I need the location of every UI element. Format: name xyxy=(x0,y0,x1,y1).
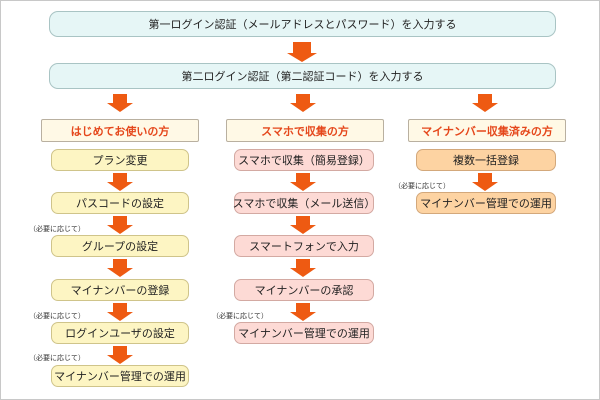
step-smartphone-simple: スマホで収集（簡易登録） xyxy=(234,149,374,171)
step-second-login: 第二ログイン認証（第二認証コード）を入力する xyxy=(49,63,556,89)
step-mynumber-registration: マイナンバーの登録 xyxy=(51,279,189,301)
step-smartphone-input: スマートフォンで入力 xyxy=(234,235,374,257)
step-mynumber-approval: マイナンバーの承認 xyxy=(234,279,374,301)
step-mynumber-management: マイナンバー管理での運用 xyxy=(416,192,556,214)
optional-note: （必要に応じて） xyxy=(212,312,268,320)
column-header-smartphone: スマホで収集の方 xyxy=(226,119,384,142)
step-login-user-settings: ログインユーザの設定 xyxy=(51,322,189,344)
optional-note: （必要に応じて） xyxy=(29,354,85,362)
step-mynumber-management: マイナンバー管理での運用 xyxy=(51,365,189,387)
optional-note: （必要に応じて） xyxy=(29,225,85,233)
step-mynumber-management: マイナンバー管理での運用 xyxy=(234,322,374,344)
step-passcode-settings: パスコードの設定 xyxy=(51,192,189,214)
step-plan-change: プラン変更 xyxy=(51,149,189,171)
optional-note: （必要に応じて） xyxy=(29,312,85,320)
column-header-already-collected: マイナンバー収集済みの方 xyxy=(408,119,566,142)
optional-note: （必要に応じて） xyxy=(394,182,450,190)
column-header-first-time: はじめてお使いの方 xyxy=(41,119,199,142)
step-smartphone-email: スマホで収集（メール送信） xyxy=(233,192,375,214)
step-group-settings: グループの設定 xyxy=(51,235,189,257)
step-first-login: 第一ログイン認証（メールアドレスとパスワード）を入力する xyxy=(49,11,556,37)
step-bulk-registration: 複数一括登録 xyxy=(416,149,556,171)
